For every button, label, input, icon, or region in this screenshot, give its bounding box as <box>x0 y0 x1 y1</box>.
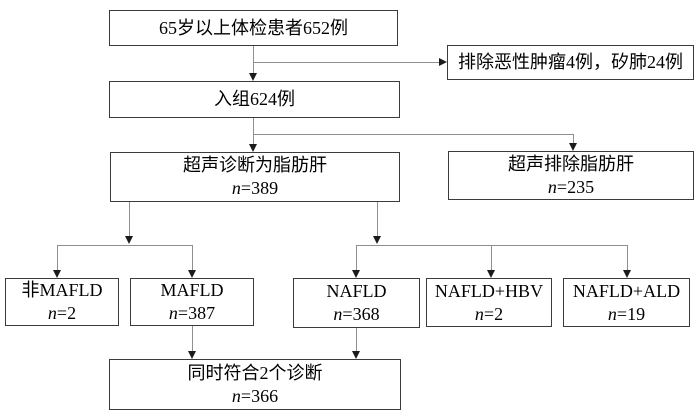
flow-node-non-mafld-count: n=2 <box>47 303 77 323</box>
arrowhead-into-mafld <box>188 270 196 278</box>
flow-node-mafld-count: n=387 <box>168 303 216 323</box>
flow-node-mafld-label: MAFLD <box>160 280 224 300</box>
flow-node-mafld: MAFLD n=387 <box>130 278 254 326</box>
flow-node-excluded: 排除恶性肿瘤4例，矽肺24例 <box>447 45 694 80</box>
flow-node-both-diagnoses: 同时符合2个诊断 n=366 <box>109 359 401 410</box>
flow-node-non-mafld-label: 非MAFLD <box>21 280 103 300</box>
arrowhead-into-excluded <box>439 58 447 66</box>
connector-mafld-to-both <box>192 326 193 351</box>
connector-rail-to-mafld <box>192 245 193 270</box>
connector-rail-to-non-mafld <box>57 245 58 270</box>
connector-screened-to-excluded <box>253 62 439 63</box>
flow-node-nafld-label: NAFLD <box>326 281 387 301</box>
arrowhead-at-mafld-rail <box>125 236 133 244</box>
connector-screened-down <box>253 46 254 73</box>
flow-node-excluded-label: 排除恶性肿瘤4例，矽肺24例 <box>458 52 683 72</box>
connector-fatty-to-mafld-rail <box>129 202 130 236</box>
connector-rail-to-nafld-ald <box>627 245 628 270</box>
flow-node-nafld-ald: NAFLD+ALD n=19 <box>563 278 690 327</box>
arrowhead-into-us-no-fatty <box>569 143 577 151</box>
flow-node-us-no-fatty-liver: 超声排除脂肪肝 n=235 <box>448 151 694 200</box>
arrowhead-at-nafld-rail <box>373 236 381 244</box>
connector-rail-to-us-fatty <box>253 134 254 144</box>
flow-node-enrolled: 入组624例 <box>109 81 400 118</box>
arrowhead-into-us-fatty <box>249 144 257 152</box>
arrowhead-into-both-from-mafld <box>188 351 196 359</box>
connector-fatty-to-nafld-rail <box>377 202 378 236</box>
arrowhead-into-nafld <box>352 270 360 278</box>
flow-node-nafld-ald-count: n=19 <box>607 303 646 324</box>
connector-enrolled-down <box>253 118 254 134</box>
flow-node-us-fatty-liver: 超声诊断为脂肪肝 n=389 <box>110 152 400 202</box>
flow-node-us-no-fatty-liver-label: 超声排除脂肪肝 <box>508 153 634 174</box>
connector-enrolled-rail <box>253 134 573 135</box>
connector-rail-to-nafld-hbv <box>491 245 492 270</box>
flow-node-nafld-hbv-count: n=2 <box>474 303 504 324</box>
arrowhead-into-both-from-nafld <box>352 351 360 359</box>
arrowhead-into-enrolled <box>249 73 257 81</box>
arrowhead-into-nafld-ald <box>623 270 631 278</box>
flow-node-nafld: NAFLD n=368 <box>293 278 420 328</box>
flow-node-nafld-hbv: NAFLD+HBV n=2 <box>426 278 552 327</box>
connector-rail-to-nafld <box>356 245 357 270</box>
flow-node-both-diagnoses-label: 同时符合2个诊断 <box>187 362 323 383</box>
flow-node-nafld-hbv-label: NAFLD+HBV <box>434 280 544 301</box>
flow-node-screened: 65岁以上体检患者652例 <box>109 10 398 46</box>
flow-node-both-diagnoses-count: n=366 <box>231 385 279 406</box>
flow-node-enrolled-label: 入组624例 <box>214 89 295 109</box>
flow-node-us-no-fatty-liver-count: n=235 <box>547 176 595 197</box>
connector-rail-to-us-no-fatty <box>573 134 574 143</box>
flow-node-non-mafld: 非MAFLD n=2 <box>5 278 119 326</box>
flow-node-us-fatty-liver-count: n=389 <box>231 178 279 198</box>
connector-mafld-rail <box>57 245 192 246</box>
flow-node-nafld-count: n=368 <box>333 304 380 324</box>
arrowhead-into-nafld-hbv <box>487 270 495 278</box>
flow-node-us-fatty-liver-label: 超声诊断为脂肪肝 <box>183 155 327 175</box>
arrowhead-into-non-mafld <box>53 270 61 278</box>
flow-node-nafld-ald-label: NAFLD+ALD <box>572 280 681 301</box>
connector-nafld-to-both <box>356 328 357 351</box>
flow-node-screened-label: 65岁以上体检患者652例 <box>159 17 348 38</box>
